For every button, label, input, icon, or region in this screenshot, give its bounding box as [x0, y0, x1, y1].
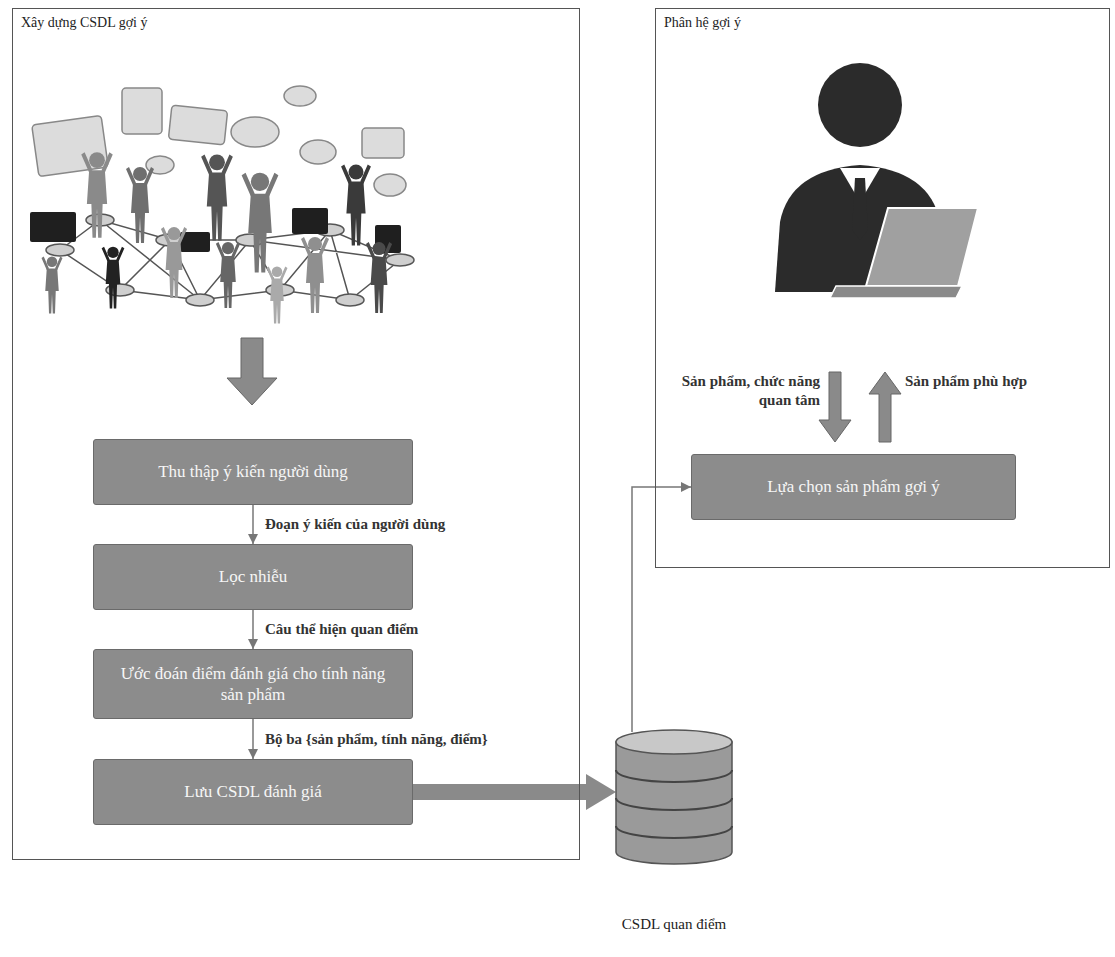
crowd-people-part	[102, 247, 125, 309]
speech-bubbles-part	[231, 117, 279, 147]
database-top	[616, 730, 732, 754]
social-network-part-part	[186, 294, 214, 306]
crowd-people-part	[341, 164, 371, 245]
box-label: Ước đoán điểm đánh giá cho tính năng sản…	[108, 663, 398, 706]
flow-label: Sản phẩm phù hợp	[905, 372, 1095, 391]
database-cylinder: CSDL quan điểm	[612, 728, 736, 933]
box-label: Lựa chọn sản phẩm gợi ý	[767, 476, 940, 497]
crowd-people-part	[81, 152, 113, 238]
process-box: Lựa chọn sản phẩm gợi ý	[691, 454, 1016, 520]
flow-connector	[632, 487, 691, 732]
crowd-people-part	[366, 242, 392, 313]
panel-heading: Phân hệ gợi ý	[664, 15, 741, 31]
edge-label: Bộ ba {sản phẩm, tính năng, điểm}	[263, 730, 490, 749]
speech-bubbles-part	[300, 140, 336, 164]
edge-label: Câu thể hiện quan điểm	[263, 620, 420, 639]
monitors-part	[180, 232, 210, 252]
process-box: Lọc nhiễu	[93, 544, 413, 610]
process-box: Thu thập ý kiến người dùng	[93, 439, 413, 505]
crowd-people-part	[161, 227, 187, 298]
speech-bubbles-part	[168, 105, 227, 145]
speech-bubbles-part	[122, 88, 162, 134]
flow-connector	[252, 719, 254, 759]
user-icon	[775, 63, 978, 298]
block-arrow	[413, 784, 586, 800]
crowd-people-part	[126, 167, 154, 243]
box-label: Lưu CSDL đánh giá	[184, 781, 322, 802]
box-label: Lọc nhiễu	[219, 566, 287, 587]
flow-connector	[252, 505, 254, 544]
database-label: CSDL quan điểm	[622, 916, 726, 933]
database-icon	[612, 728, 736, 868]
process-box: Ước đoán điểm đánh giá cho tính năng sản…	[93, 649, 413, 719]
user-icon-part	[852, 178, 868, 240]
request-arrow	[819, 372, 851, 442]
speech-bubbles-part	[284, 86, 316, 106]
crowd-people-part	[242, 173, 279, 273]
module-panel: Phân hệ gợi ý Lựa chọn sản phẩm gợi ý	[655, 8, 1110, 568]
box-label: Thu thập ý kiến người dùng	[158, 461, 348, 482]
database-ring	[616, 770, 732, 782]
social-network-part-part	[46, 244, 74, 256]
crowd-people-part	[301, 237, 329, 313]
crowd-people	[42, 152, 393, 323]
flow-label: Sản phẩm, chức năng quan tâm	[668, 372, 820, 410]
monitors-part	[30, 212, 76, 242]
crowd-people-part	[201, 154, 233, 240]
panel-heading: Xây dựng CSDL gợi ý	[21, 15, 147, 31]
crowd-people-part	[216, 242, 240, 308]
speech-bubbles-part	[374, 174, 406, 196]
process-box: Lưu CSDL đánh giá	[93, 759, 413, 825]
social-network-part-part	[386, 254, 414, 266]
crowd-people-part	[267, 267, 288, 324]
database-ring	[616, 798, 732, 810]
flow-arrow	[227, 338, 277, 405]
edge-label: Đoạn ý kiến của người dùng	[263, 515, 447, 534]
database-body	[616, 742, 732, 864]
database-ring	[616, 826, 732, 838]
user-icon-part	[866, 208, 978, 286]
response-arrow	[869, 372, 901, 442]
user-icon-part	[818, 63, 902, 147]
user-icon-part	[830, 286, 962, 298]
flow-connector	[252, 610, 254, 649]
speech-bubbles-part	[362, 128, 404, 158]
crowd-people-part	[42, 257, 63, 314]
monitors-part	[292, 208, 328, 234]
social-network-part-part	[336, 294, 364, 306]
